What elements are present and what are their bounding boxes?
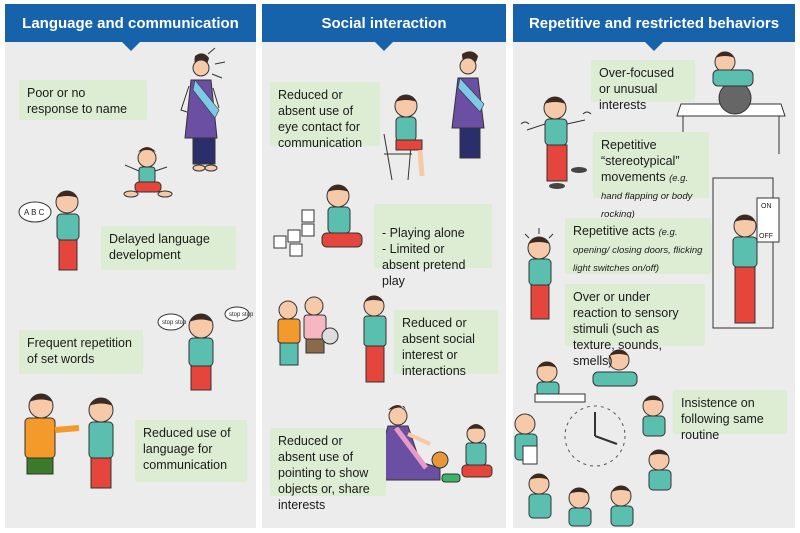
svg-text:OFF: OFF xyxy=(759,233,773,240)
child-covering-ears-illustration xyxy=(524,228,554,320)
boy-table-wheel-illustration xyxy=(676,51,786,154)
panel-title: Social interaction xyxy=(321,14,447,32)
card-note: (e.g. opening/ closing doors, flicking l… xyxy=(573,227,703,274)
card-eye-contact: Reduced or absent use of eye contact for… xyxy=(270,82,380,150)
card-poor-response-to-name: Poor or no response to name xyxy=(19,80,147,120)
woman-calling-illustration xyxy=(180,47,226,172)
svg-text:ON: ON xyxy=(761,203,772,210)
card-frequent-repetition: Frequent repetition of set words xyxy=(19,330,143,374)
boy-on-chair-illustration xyxy=(383,94,425,181)
card-playing-alone: - Playing alone - Limited or absent pret… xyxy=(374,204,492,288)
illustrations-language: A B C stop stop stop stop xyxy=(18,47,254,489)
woman-kneeling-illustration xyxy=(377,405,493,483)
svg-text:stop stop: stop stop xyxy=(162,320,187,326)
panel-header: Social interaction xyxy=(262,4,506,42)
card-repetitive-acts: Repetitive acts (e.g. opening/ closing d… xyxy=(565,218,711,274)
panel-header: Language and communication xyxy=(5,4,256,42)
card-social-interest: Reduced or absent social interest or int… xyxy=(394,310,498,378)
header-notch xyxy=(121,42,140,51)
panel-language-communication: Language and communication A B C xyxy=(5,4,256,528)
panel-header: Repetitive and restricted behaviors xyxy=(513,4,795,42)
panel-title: Repetitive and restricted behaviors xyxy=(528,14,780,32)
boy-hand-flapping-illustration xyxy=(520,96,592,189)
svg-text:A B C: A B C xyxy=(24,208,45,217)
panel-title: Language and communication xyxy=(22,14,239,32)
card-delayed-language: Delayed language development xyxy=(101,226,236,270)
card-note: (e.g. hand flapping or body rocking) xyxy=(601,173,693,220)
card-over-focused-interests: Over-focused or unusual interests xyxy=(591,60,695,112)
card-same-routine: Insistence on following same routine xyxy=(673,390,787,442)
boy-stop-illustration: stop stop stop stop xyxy=(157,306,254,391)
illustrations-social xyxy=(273,51,493,483)
svg-text:stop stop: stop stop xyxy=(229,312,254,318)
card-sensory-reaction: Over or under reaction to sensory stimul… xyxy=(565,284,705,368)
boy-abc-illustration: A B C xyxy=(18,190,80,271)
boy-playing-blocks-illustration xyxy=(273,184,363,257)
woman-standing-illustration xyxy=(451,51,485,159)
illustrations-repetitive: ON OFF xyxy=(514,51,786,527)
kids-group-illustration xyxy=(277,295,387,383)
card-pointing: Reduced or absent use of pointing to sho… xyxy=(270,428,386,512)
card-reduced-language-use: Reduced use of language for communicatio… xyxy=(135,420,247,482)
toddler-illustration xyxy=(123,147,173,198)
routine-clock-illustration xyxy=(514,349,672,527)
panel-repetitive-behaviors: Repetitive and restricted behaviors ON xyxy=(513,4,795,528)
card-stereotypical-movements: Repetitive “stereotypical” movements (e.… xyxy=(593,132,709,220)
header-notch xyxy=(375,42,393,51)
panel-social-interaction: Social interaction xyxy=(262,4,506,528)
two-boys-illustration xyxy=(24,393,114,489)
header-notch xyxy=(645,42,663,51)
door-light-switch-illustration: ON OFF xyxy=(712,177,780,329)
